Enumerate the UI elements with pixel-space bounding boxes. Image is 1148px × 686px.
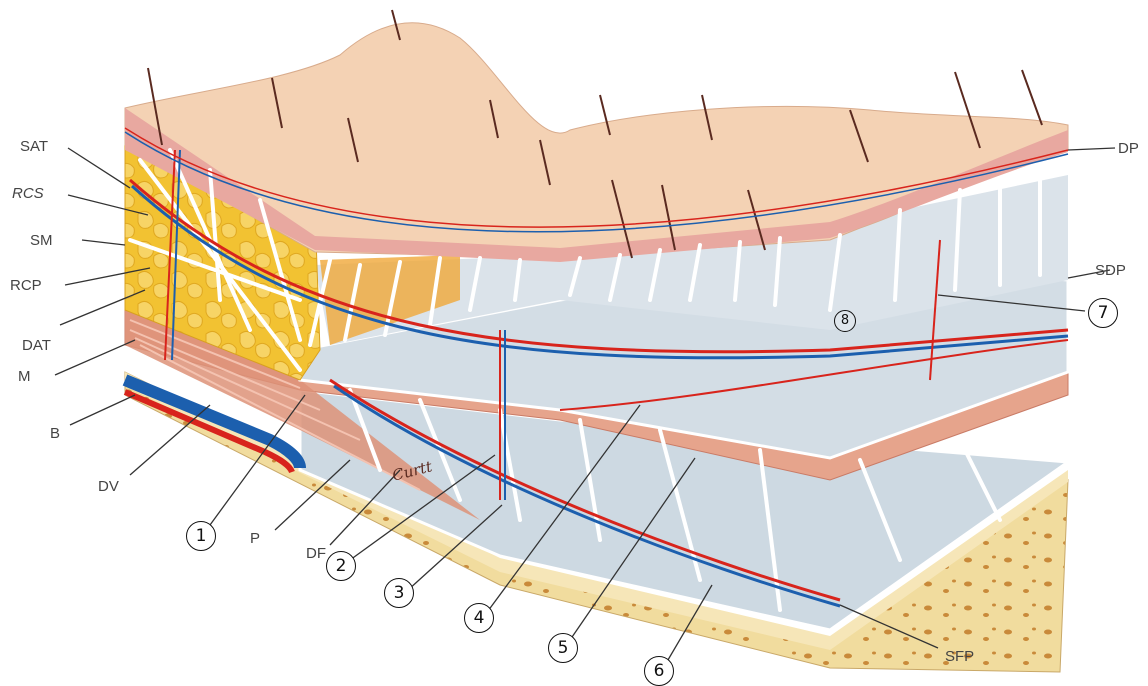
callout-7: 7 [1088, 298, 1118, 328]
label-df: DF [306, 545, 326, 562]
label-sm: SM [30, 232, 53, 249]
callout-5: 5 [548, 633, 578, 663]
callout-1: 1 [186, 521, 216, 551]
label-sfp: SFP [945, 648, 974, 665]
label-sdp: SDP [1095, 262, 1126, 279]
callout-3: 3 [384, 578, 414, 608]
label-dp: DP [1118, 140, 1139, 157]
label-rcp: RCP [10, 277, 42, 294]
callout-8: 8 [834, 310, 856, 332]
label-rcs: RCS [12, 185, 44, 202]
label-dat: DAT [22, 337, 51, 354]
callout-6: 6 [644, 656, 674, 686]
label-dv: DV [98, 478, 119, 495]
label-sat: SAT [20, 138, 48, 155]
label-m: M [18, 368, 31, 385]
label-b: B [50, 425, 60, 442]
callout-2: 2 [326, 551, 356, 581]
callout-4: 4 [464, 603, 494, 633]
label-p: P [250, 530, 260, 547]
